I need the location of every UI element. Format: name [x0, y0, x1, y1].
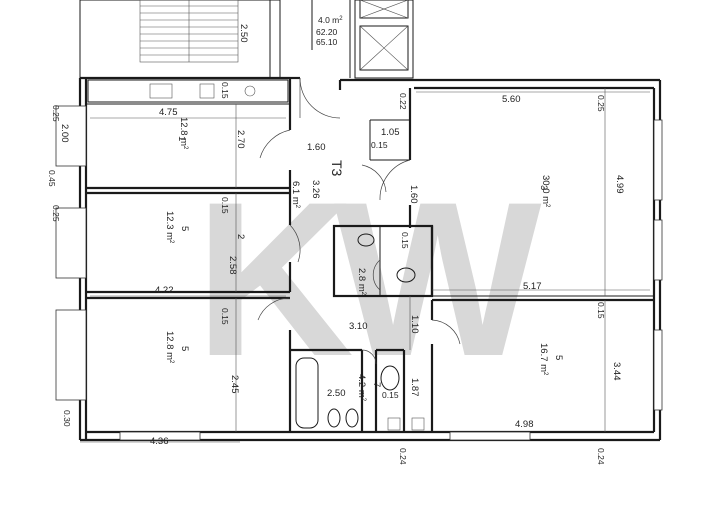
windows: [55, 105, 663, 441]
dim-4-75: 4.75: [159, 107, 178, 118]
dim-0-30: 0.30: [62, 410, 72, 427]
dim-5-17: 5.17: [523, 281, 542, 292]
dim-0-15-b: 0.15: [220, 197, 230, 214]
room-1-area: 12.8 m2: [178, 117, 189, 150]
room-3-area: 30.0 m2: [540, 175, 551, 208]
dim-0-24-b: 0.24: [596, 448, 606, 465]
dim-0-25-left: 0.25: [51, 105, 61, 122]
room-labels: 1 12.8 m2 3 30.0 m2 5 12.3 m2 5 12.8 m2 …: [164, 117, 564, 402]
dim-2-70: 2.70: [235, 130, 246, 149]
dim-2: 2: [235, 234, 246, 239]
dim-0-15-wc: 0.15: [400, 232, 410, 249]
dim-0-15-d: 0.15: [371, 140, 388, 150]
room-5a-area: 12.3 m2: [164, 211, 175, 244]
dim-4-22: 4.22: [155, 285, 174, 296]
dim-1-10: 1.10: [409, 315, 420, 334]
dim-1-60-hall: 1.60: [307, 142, 326, 153]
dim-0-15-c: 0.15: [220, 308, 230, 325]
room-7-area: 4.2 m2: [356, 374, 367, 402]
watermark-registered: ®: [482, 335, 497, 357]
top-value-2: 65.10: [316, 37, 338, 47]
doors: [257, 77, 461, 365]
dim-0-24-a: 0.24: [398, 448, 408, 465]
room-wc-area: 2.8 m2: [356, 268, 367, 296]
room-5b-number: 5: [179, 346, 190, 351]
upper-block: 2.50 4.0 m2 62.20 65.10: [79, 0, 414, 79]
dim-0-45: 0.45: [47, 170, 57, 187]
dim-1-60-v: 1.60: [408, 185, 419, 204]
dim-2-50-top: 2.50: [238, 24, 249, 43]
dim-2-58: 2.58: [227, 256, 238, 275]
dim-0-22: 0.22: [398, 93, 408, 110]
dim-0-15-f: 0.15: [382, 390, 399, 400]
dim-1-05: 1.05: [381, 127, 400, 138]
dimension-labels: 0.15 4.75 0.25 2.00 0.45 0.25 2.70 1.60 …: [47, 82, 625, 465]
dim-0-25-top: 0.25: [596, 95, 606, 112]
elevator-shaft: [354, 0, 414, 79]
room-3-number: 3: [538, 185, 549, 190]
staircase: [139, 0, 239, 63]
top-value-1: 62.20: [316, 27, 338, 37]
room-5c-area: 16.7 m2: [538, 343, 549, 376]
top-area: 4.0 m2: [318, 15, 343, 25]
room-5b-area: 12.8 m2: [164, 331, 175, 364]
dim-5-60: 5.60: [502, 94, 521, 105]
dim-3-44: 3.44: [611, 362, 622, 381]
dim-3-10: 3.10: [349, 321, 368, 332]
dim-2-50-bath: 2.50: [327, 388, 346, 399]
dim-2-00: 2.00: [59, 124, 70, 143]
sanitary-fixtures: [295, 233, 425, 431]
room-5c-number: 5: [553, 355, 564, 360]
room-1-number: 1: [176, 136, 187, 141]
dim-0-25-left2: 0.25: [51, 205, 61, 222]
dim-4-99: 4.99: [614, 175, 625, 194]
dim-2-45: 2.45: [229, 375, 240, 394]
dim-3-26: 3.26: [310, 180, 321, 199]
dim-4-98: 4.98: [515, 419, 534, 430]
dim-0-15-a: 0.15: [220, 82, 230, 99]
dimension-lines: [80, 88, 650, 443]
kitchen-counter: [87, 79, 289, 103]
dim-1-87: 1.87: [409, 378, 420, 397]
room-7-number: 7: [371, 382, 382, 387]
room-5a-number: 5: [179, 226, 190, 231]
room-hall-area: 6.1 m2: [290, 181, 301, 209]
room-hall-number: T3: [329, 160, 345, 177]
dim-0-15-e: 0.15: [596, 302, 606, 319]
dim-4-36: 4.36: [150, 436, 169, 447]
watermark-logo: KW: [195, 156, 542, 402]
